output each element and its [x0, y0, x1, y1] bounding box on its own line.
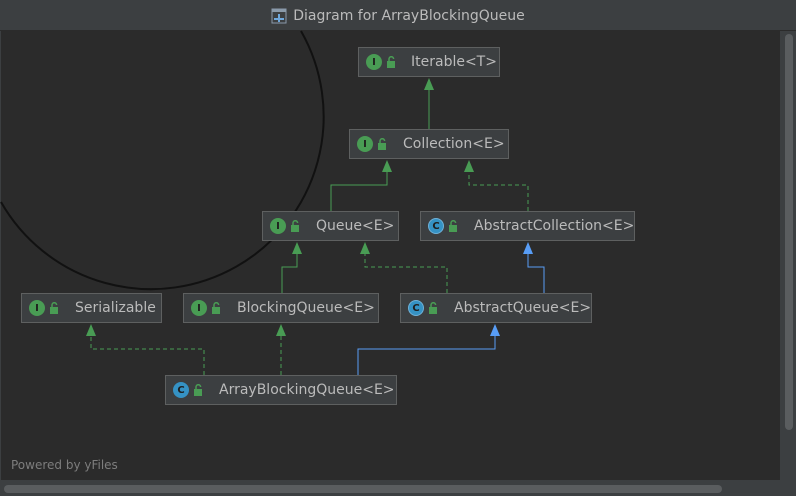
edge-blockingqueue-queue	[281, 242, 302, 293]
diagram-icon	[271, 8, 287, 23]
vertical-scroll-thumb[interactable]	[785, 34, 793, 430]
edge-queue-collection	[330, 160, 392, 211]
node-label: AbstractQueue<E>	[454, 300, 592, 316]
node-label: Collection<E>	[403, 136, 505, 152]
interface-icon: I	[270, 218, 286, 234]
unlocked-icon	[449, 220, 457, 232]
node-label: Serializable	[75, 300, 156, 316]
unlocked-icon	[291, 220, 299, 232]
node-label: ArrayBlockingQueue<E>	[219, 382, 395, 398]
horizontal-scroll-thumb[interactable]	[4, 485, 722, 493]
unlocked-icon	[194, 384, 202, 396]
unlocked-icon	[387, 56, 395, 68]
node-blocking-queue[interactable]: I BlockingQueue<E>	[183, 293, 379, 323]
unlocked-icon	[50, 302, 58, 314]
node-collection[interactable]: I Collection<E>	[349, 129, 509, 159]
unlocked-icon	[378, 138, 386, 150]
edge-abstractqueue-queue	[360, 242, 448, 293]
unlocked-icon	[212, 302, 220, 314]
node-array-blocking-queue[interactable]: C ArrayBlockingQueue<E>	[165, 375, 397, 405]
abstract-class-icon: C	[408, 300, 424, 316]
window-title: Diagram for ArrayBlockingQueue	[293, 7, 525, 24]
node-iterable[interactable]: I Iterable<T>	[358, 47, 500, 77]
node-label: Iterable<T>	[411, 54, 497, 70]
edge-collection-iterable	[424, 78, 434, 129]
interface-icon: I	[29, 300, 45, 316]
node-abstract-collection[interactable]: C AbstractCollection<E>	[420, 211, 635, 241]
edge-abstractqueue-abstractcollection	[523, 242, 545, 293]
edge-arrayblockingqueue-serializable	[86, 324, 205, 375]
node-serializable[interactable]: I Serializable	[21, 293, 162, 323]
diagram-canvas[interactable]	[1, 31, 780, 480]
powered-by-label: Powered by yFiles	[11, 458, 118, 472]
node-label: BlockingQueue<E>	[237, 300, 375, 316]
edge-arrayblockingqueue-blockingqueue	[276, 324, 286, 375]
node-abstract-queue[interactable]: C AbstractQueue<E>	[400, 293, 592, 323]
class-icon: C	[173, 382, 189, 398]
unlocked-icon	[429, 302, 437, 314]
node-label: Queue<E>	[316, 218, 395, 234]
node-queue[interactable]: I Queue<E>	[262, 211, 399, 241]
interface-icon: I	[191, 300, 207, 316]
interface-icon: I	[357, 136, 373, 152]
title-bar[interactable]: Diagram for ArrayBlockingQueue	[0, 0, 796, 31]
abstract-class-icon: C	[428, 218, 444, 234]
interface-icon: I	[366, 54, 382, 70]
node-label: AbstractCollection<E>	[474, 218, 635, 234]
edge-arrayblockingqueue-abstractqueue	[357, 324, 500, 375]
canvas-arc	[0, 30, 325, 291]
edge-abstractcollection-collection	[464, 160, 529, 211]
